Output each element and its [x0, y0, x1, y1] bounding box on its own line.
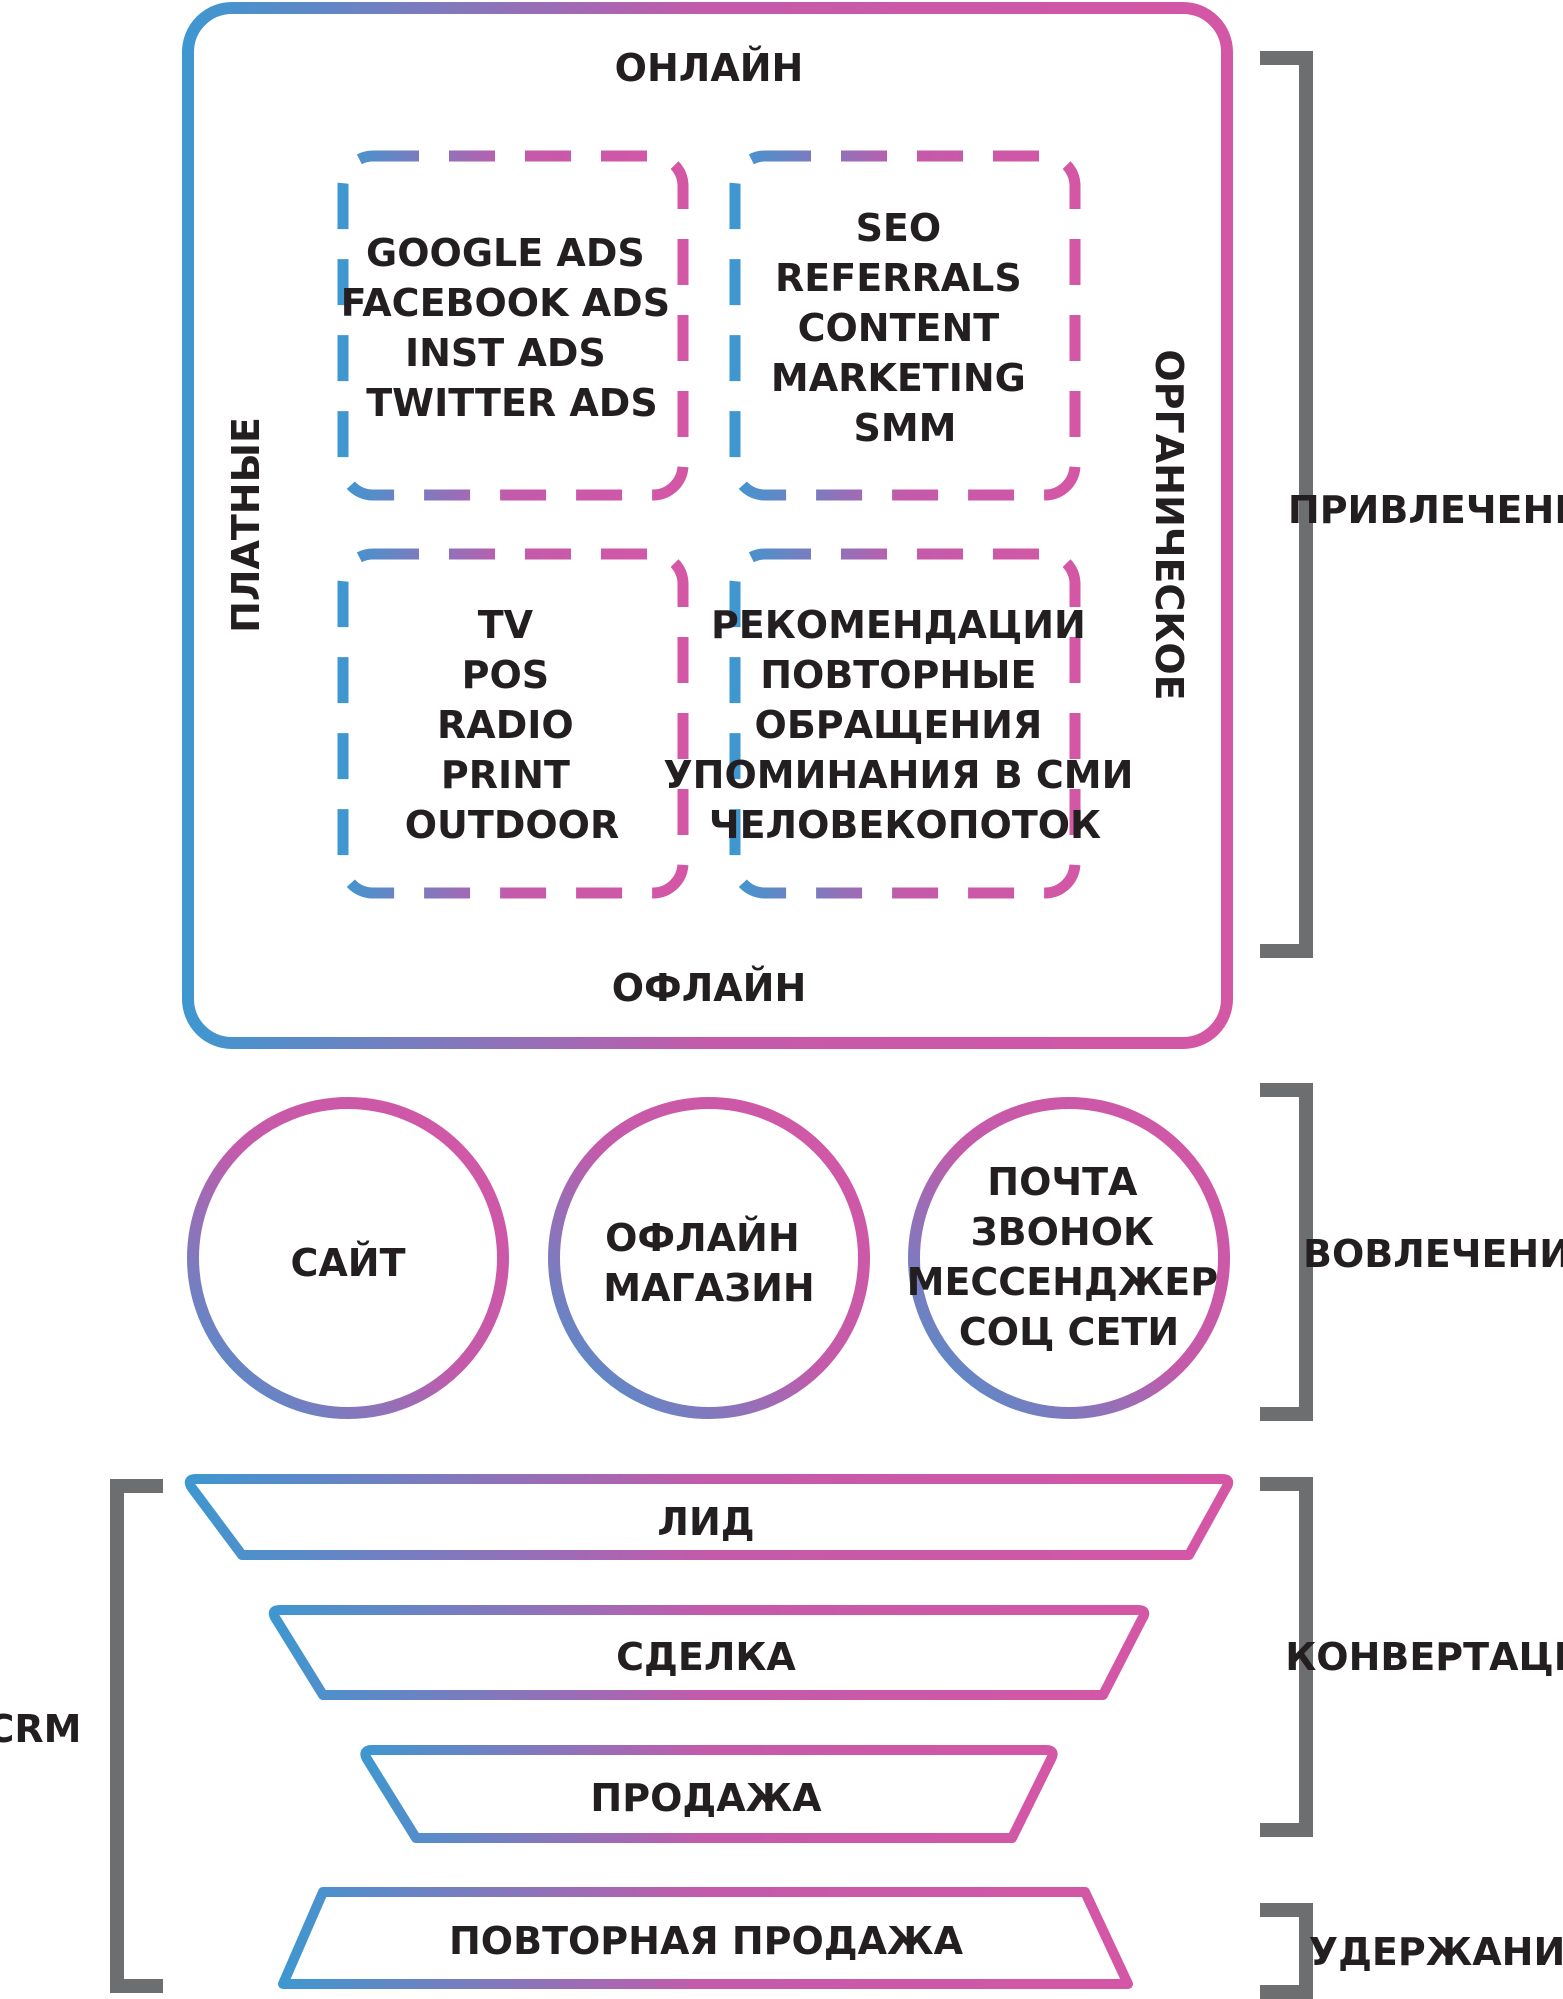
bracket-attraction: [1260, 51, 1313, 958]
paid-label: ПЛАТНЫЕ: [224, 417, 268, 633]
quadrant-item: TV: [478, 603, 534, 647]
bracket-retention: [1260, 1903, 1313, 1999]
quadrant-online-organic-text: SEO REFERRALS CONTENT MARKETING SMM: [771, 206, 1039, 450]
funnel-step-repeat-sale: [278, 1887, 1133, 1989]
quadrant-item: РЕКОМЕНДАЦИИ: [711, 603, 1086, 647]
quadrant-item: INST ADS: [405, 331, 606, 375]
quadrant-item: ЧЕЛОВЕКОПОТОК: [709, 803, 1101, 847]
funnel-label-sale: ПРОДАЖА: [590, 1776, 822, 1820]
quadrant-item: SEO: [856, 206, 942, 250]
quadrant-item: FACEBOOK ADS: [341, 281, 670, 325]
funnel-step-lead: [184, 1474, 1234, 1560]
circle-item: ОФЛАЙН: [605, 1216, 800, 1260]
quadrant-item: REFERRALS: [775, 256, 1022, 300]
quadrant-item: POS: [462, 653, 550, 697]
funnel-label-lead: ЛИД: [657, 1500, 754, 1544]
quadrant-item: CONTENT: [798, 306, 1000, 350]
quadrant-offline-paid-text: TV POS RADIO PRINT OUTDOOR: [405, 603, 620, 847]
offline-label: ОФЛАЙН: [612, 966, 807, 1010]
crm-label: CRM: [0, 1707, 81, 1751]
quadrant-online-organic-frame: [729, 150, 1081, 501]
quadrant-item: OUTDOOR: [405, 803, 620, 847]
organic-label: ОРГАНИЧЕСКОЕ: [1147, 349, 1191, 700]
quadrant-offline-organic-text: РЕКОМЕНДАЦИИ ПОВТОРНЫЕ ОБРАЩЕНИЯ УПОМИНА…: [663, 603, 1146, 847]
stage-conversion: КОНВЕРТАЦИЯ: [1285, 1635, 1563, 1679]
stage-retention: УДЕРЖАНИЕ: [1309, 1930, 1563, 1974]
quadrant-item: RADIO: [437, 703, 574, 747]
quadrant-item: PRINT: [441, 753, 570, 797]
circle-item: САЙТ: [290, 1241, 405, 1285]
bracket-engagement: [1260, 1083, 1313, 1421]
funnel-step-sale: [360, 1745, 1058, 1843]
circle-item: ПОЧТА: [987, 1160, 1138, 1204]
circle-contacts-text: ПОЧТА ЗВОНОК МЕССЕНДЖЕР СОЦ СЕТИ: [907, 1160, 1232, 1354]
quadrant-item: УПОМИНАНИЯ В СМИ: [663, 753, 1133, 797]
online-label: ОНЛАЙН: [615, 46, 804, 90]
quadrant-item: ПОВТОРНЫЕ: [760, 653, 1036, 697]
circle-item: МАГАЗИН: [603, 1266, 814, 1310]
circle-item: ЗВОНОК: [971, 1210, 1154, 1254]
quadrant-item: MARKETING: [771, 356, 1026, 400]
circle-item: СОЦ СЕТИ: [959, 1310, 1179, 1354]
quadrant-item: TWITTER ADS: [366, 381, 657, 425]
quadrant-offline-paid-frame: [337, 548, 689, 899]
quadrant-online-paid-frame: [337, 150, 689, 501]
stage-attraction: ПРИВЛЕЧЕНИЕ: [1288, 488, 1563, 532]
circle-site-text: САЙТ: [290, 1241, 405, 1285]
circle-site: [187, 1097, 509, 1419]
funnel-label-deal: СДЕЛКА: [616, 1635, 796, 1679]
circle-offline-store: [548, 1097, 870, 1419]
circle-contacts: [908, 1097, 1230, 1419]
quadrant-item: GOOGLE ADS: [366, 231, 645, 275]
bracket-conversion: [1260, 1477, 1313, 1837]
funnel-label-repeat-sale: ПОВТОРНАЯ ПРОДАЖА: [449, 1919, 964, 1963]
bracket-crm: [110, 1479, 163, 1993]
quadrant-item: ОБРАЩЕНИЯ: [755, 703, 1043, 747]
stage-engagement: ВОВЛЕЧЕНИЕ: [1303, 1232, 1563, 1276]
circle-offline-store-text: ОФЛАЙН МАГАЗИН: [603, 1216, 814, 1310]
quadrant-offline-organic-frame: [729, 548, 1081, 899]
quadrant-online-paid-text: GOOGLE ADS FACEBOOK ADS INST ADS TWITTER…: [341, 231, 684, 425]
circle-item: МЕССЕНДЖЕР: [907, 1260, 1218, 1304]
attraction-frame: [182, 2, 1233, 1049]
quadrant-item: SMM: [854, 406, 957, 450]
funnel-step-deal: [268, 1605, 1150, 1700]
